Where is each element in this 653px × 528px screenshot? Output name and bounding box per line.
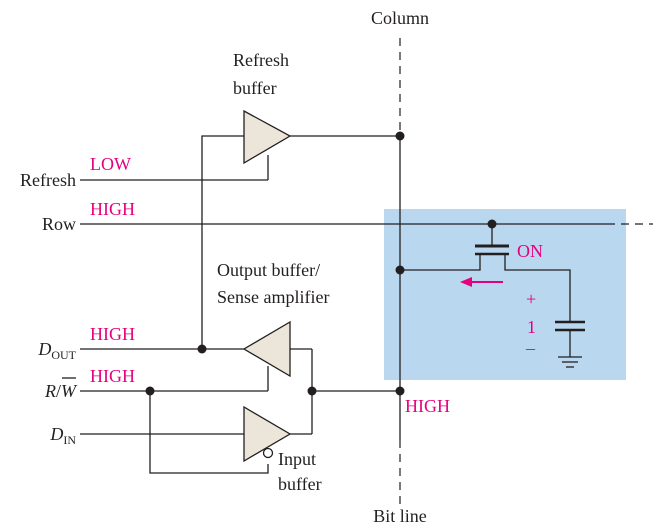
transistor-drain-wire — [400, 254, 481, 271]
junction-dot — [145, 386, 155, 396]
rw-to-input-enable-wire — [149, 391, 269, 474]
transistor-state: ON — [517, 241, 543, 261]
capacitor-minus: – — [525, 338, 536, 358]
dout-label: DOUT — [37, 339, 76, 362]
junction-dot — [395, 265, 405, 275]
junction-dot — [487, 219, 497, 229]
input-buffer — [243, 405, 292, 463]
junction-dot — [197, 344, 207, 354]
refresh-buffer — [243, 109, 292, 165]
rw-level: HIGH — [90, 366, 135, 386]
current-arrow-head — [460, 277, 472, 287]
dout-level: HIGH — [90, 324, 135, 344]
bitline-level: HIGH — [405, 396, 450, 416]
junction-dot — [395, 131, 405, 141]
row-level: HIGH — [90, 199, 135, 219]
junction-dot — [307, 386, 317, 396]
output-buffer — [242, 320, 291, 378]
rw-label: R/W — [44, 381, 78, 401]
capacitor-value: 1 — [527, 317, 536, 337]
output-buffer-label-2: Sense amplifier — [217, 287, 329, 307]
refresh-label: Refresh — [20, 170, 76, 190]
memory-cell-highlight — [384, 209, 626, 380]
row-label: Row — [42, 214, 76, 234]
input-buffer-label-1: Input — [278, 449, 316, 469]
transistor-source-wire — [504, 254, 571, 322]
refresh-buffer-label-1: Refresh — [233, 50, 289, 70]
junction-dot — [395, 386, 405, 396]
refresh-input-wire — [201, 135, 244, 349]
din-label: DIN — [49, 424, 76, 447]
output-buffer-label-1: Output buffer/ — [217, 260, 320, 280]
bit-line-label: Bit line — [373, 506, 427, 526]
input-buffer-label-2: buffer — [278, 474, 322, 494]
column-label: Column — [371, 8, 429, 28]
refresh-buffer-label-2: buffer — [233, 78, 277, 98]
refresh-level: LOW — [90, 154, 131, 174]
capacitor-plus: + — [526, 289, 536, 309]
input-buffer-inverter-bubble — [262, 447, 274, 459]
